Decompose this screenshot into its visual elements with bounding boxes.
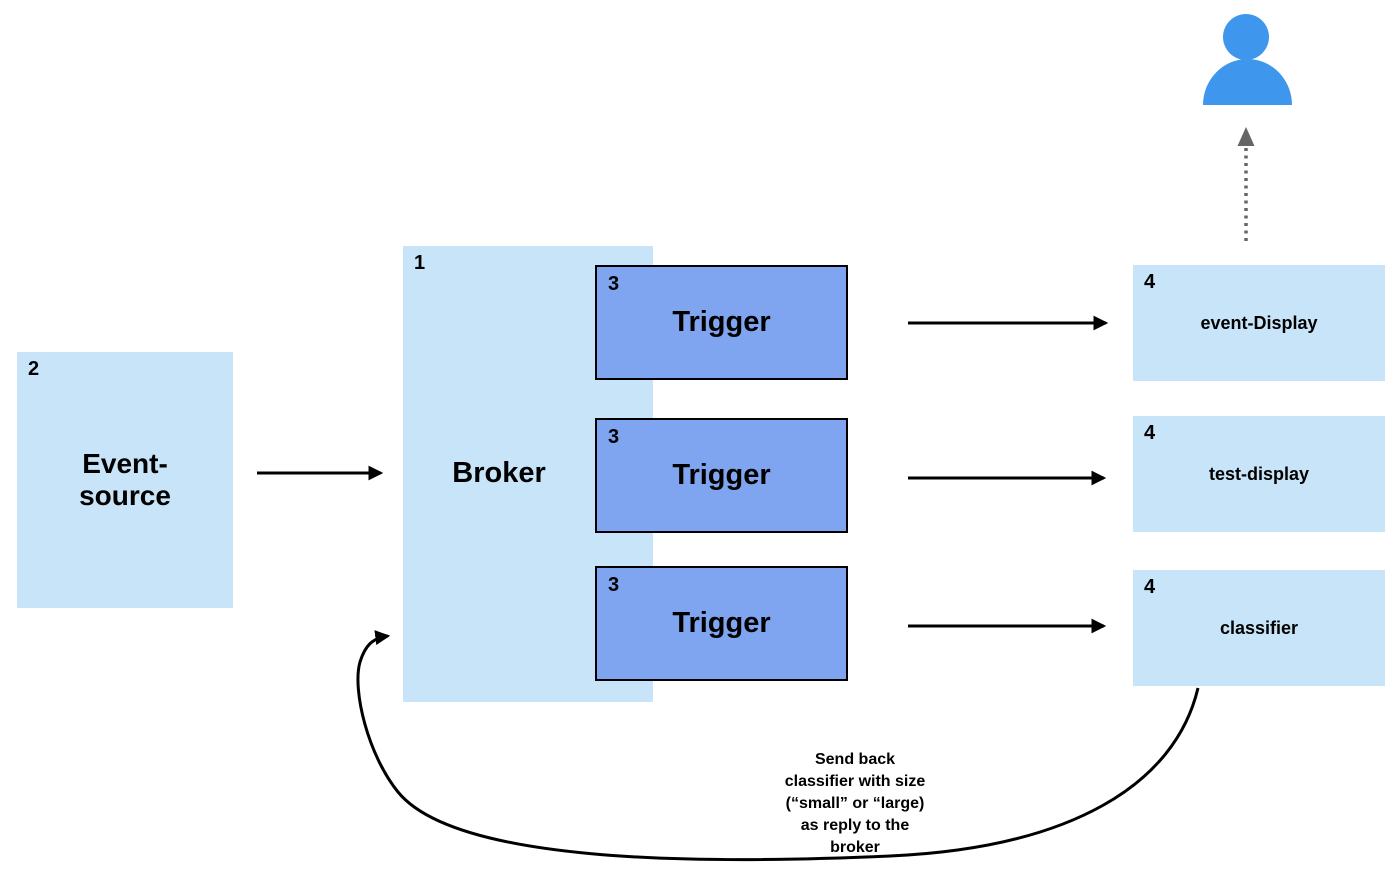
- node-number-badge: 4: [1144, 422, 1156, 444]
- node-label: Trigger: [672, 458, 771, 491]
- node-label: Trigger: [672, 305, 771, 338]
- node-event-source: 2 Event- source: [17, 352, 233, 608]
- node-trigger-3: 3 Trigger: [595, 566, 848, 681]
- node-trigger-1: 3 Trigger: [595, 265, 848, 380]
- node-label: Event- source: [79, 447, 171, 511]
- node-label: test-display: [1208, 463, 1310, 484]
- node-test-display: 4 test-display: [1133, 416, 1385, 532]
- node-number-badge: 2: [28, 358, 40, 380]
- node-event-display: 4 event-Display: [1133, 265, 1385, 381]
- dotted-arrowhead: [1237, 127, 1255, 146]
- user-icon: [1203, 14, 1292, 105]
- node-label: classifier: [1219, 617, 1299, 638]
- node-number-badge: 3: [608, 426, 620, 448]
- node-label: Trigger: [672, 606, 771, 639]
- node-number-badge: 3: [608, 273, 620, 295]
- node-number-badge: 1: [414, 252, 426, 274]
- node-trigger-2: 3 Trigger: [595, 418, 848, 533]
- node-number-badge: 4: [1144, 271, 1156, 293]
- reply-annotation: Send back classifier with size (“small” …: [784, 751, 926, 856]
- broker-label-strip: Broker: [403, 246, 595, 702]
- node-number-badge: 3: [608, 574, 620, 596]
- node-label: Broker: [452, 457, 546, 490]
- node-label: event-Display: [1200, 312, 1318, 333]
- node-classifier: 4 classifier: [1133, 570, 1385, 686]
- node-number-badge: 4: [1144, 576, 1156, 598]
